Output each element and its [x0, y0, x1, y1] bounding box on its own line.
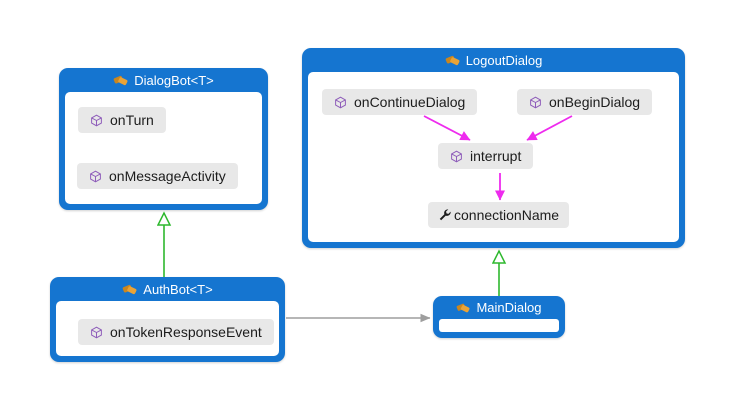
class-header: MainDialog: [433, 296, 565, 319]
method-icon: [450, 150, 463, 163]
member-label: onBeginDialog: [549, 94, 641, 110]
member-on-message-activity[interactable]: onMessageActivity: [77, 163, 238, 189]
member-on-continue-dialog[interactable]: onContinueDialog: [322, 89, 478, 115]
member-interrupt[interactable]: interrupt: [438, 143, 534, 169]
member-on-token-response-event[interactable]: onTokenResponseEvent: [78, 319, 274, 345]
class-authbot[interactable]: AuthBot<T> onTokenResponseEvent: [50, 277, 285, 362]
method-icon: [90, 326, 103, 339]
class-icon: [113, 73, 128, 88]
method-icon: [90, 114, 103, 127]
class-title: LogoutDialog: [465, 52, 543, 68]
method-icon: [89, 170, 102, 183]
class-header: LogoutDialog: [302, 48, 685, 72]
method-icon: [334, 96, 347, 109]
class-maindialog[interactable]: MainDialog: [433, 296, 565, 338]
class-header: AuthBot<T>: [50, 277, 285, 301]
member-label: interrupt: [470, 148, 522, 164]
class-body: [439, 319, 559, 332]
class-icon: [456, 301, 470, 315]
member-connection-name[interactable]: connectionName: [428, 202, 570, 228]
wrench-icon: [438, 208, 452, 222]
class-header: DialogBot<T>: [59, 68, 268, 92]
member-label: onTokenResponseEvent: [110, 324, 262, 340]
member-label: onContinueDialog: [354, 94, 466, 110]
member-label: onMessageActivity: [109, 168, 226, 184]
class-icon: [122, 282, 137, 297]
class-logoutdialog[interactable]: LogoutDialog onContinueDialog onBeginDia…: [302, 48, 685, 248]
member-label: connectionName: [454, 207, 560, 223]
class-title: DialogBot<T>: [134, 72, 214, 88]
member-label: onTurn: [110, 112, 154, 128]
class-title: MainDialog: [476, 300, 542, 315]
member-on-turn[interactable]: onTurn: [78, 107, 166, 133]
class-title: AuthBot<T>: [143, 281, 213, 297]
class-dialogbot[interactable]: DialogBot<T> onTurn onMessageActivity: [59, 68, 268, 210]
class-icon: [445, 53, 460, 68]
member-on-begin-dialog[interactable]: onBeginDialog: [517, 89, 653, 115]
method-icon: [529, 96, 542, 109]
